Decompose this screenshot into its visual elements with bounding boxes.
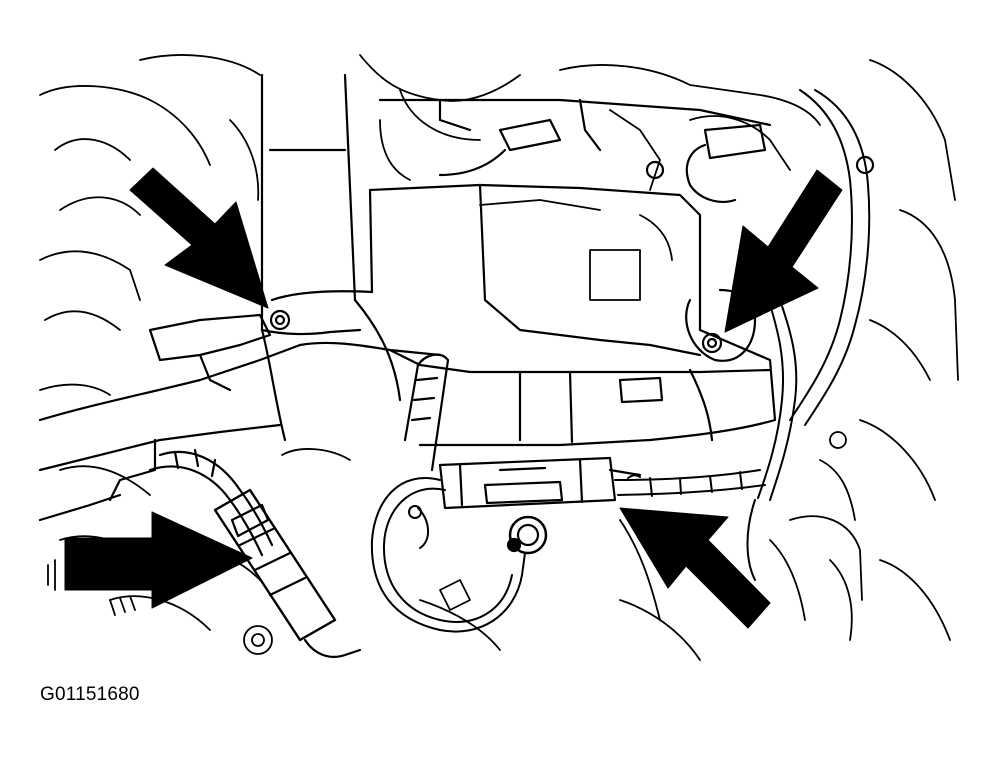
left-mount-bolt-arrow [129, 167, 269, 309]
left-connector-arrow [64, 511, 253, 609]
right-connector-harness [614, 469, 766, 497]
callout-arrows [64, 167, 843, 629]
sensor-wire [370, 477, 526, 633]
main-housing [368, 98, 777, 447]
right-harness-arrow [619, 507, 771, 629]
center-connector [438, 456, 642, 510]
left-connector [148, 448, 362, 658]
sensor [506, 515, 548, 555]
right-wire-harness [746, 89, 871, 581]
figure-id-label: G01151680 [40, 684, 140, 705]
right-mount-bolt-arrow [724, 169, 843, 333]
strap [403, 353, 450, 472]
background-engine-detail [39, 54, 959, 661]
vertical-pipe [260, 73, 402, 442]
engine-component-line-drawing [38, 54, 959, 661]
left-bracket [148, 309, 291, 392]
housing-tab [618, 376, 664, 404]
lower-parts [47, 431, 863, 655]
right-mount-bolt [701, 332, 723, 354]
left-mount-bolt [269, 309, 291, 331]
cross-member [38, 341, 442, 522]
top-connectors [438, 118, 875, 203]
